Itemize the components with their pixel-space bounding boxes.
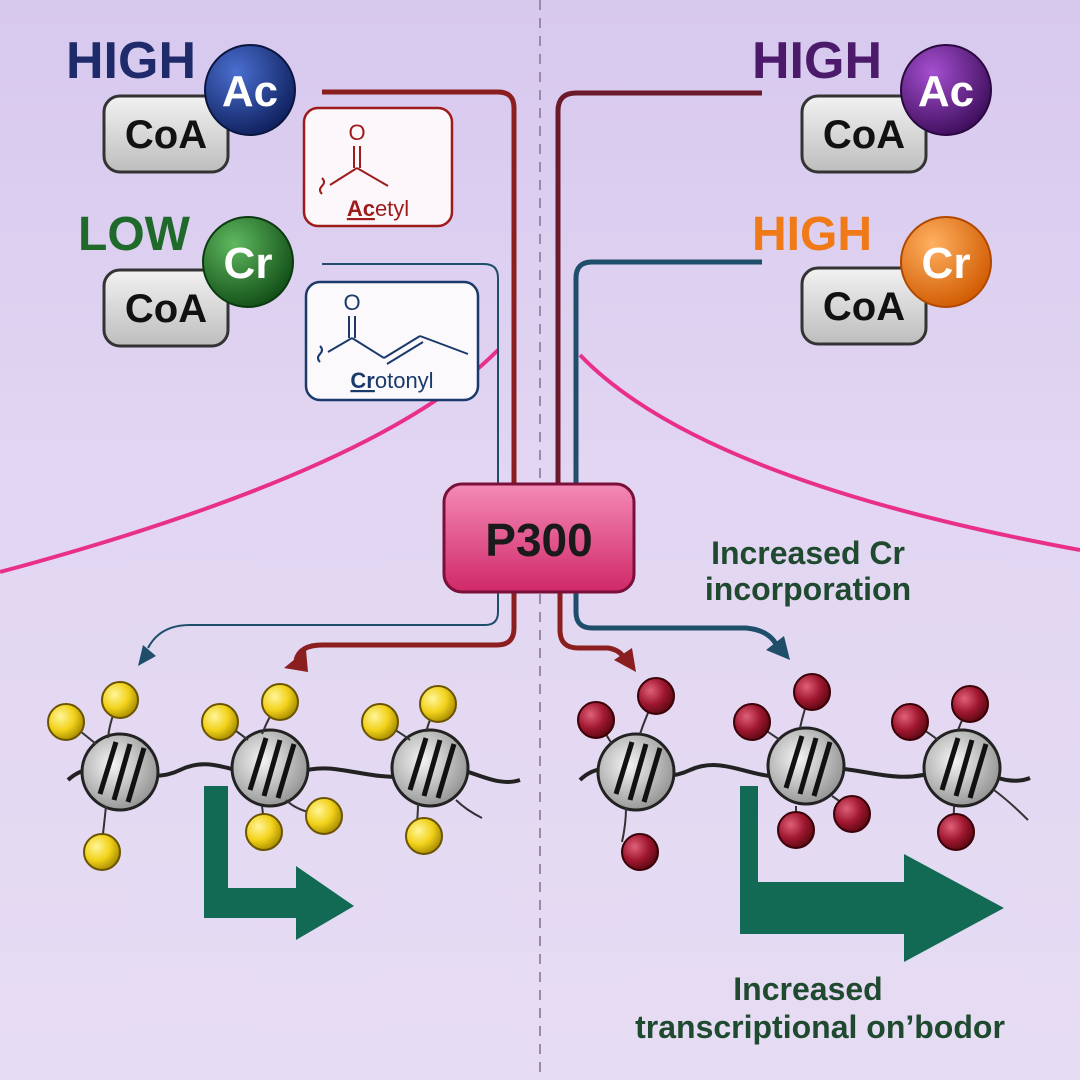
acetyl-mark — [405, 817, 443, 855]
chromatin-left — [47, 681, 521, 940]
crotonyl-mark — [891, 703, 929, 741]
acetyl-mark — [101, 681, 139, 719]
acetyl-output-right — [557, 592, 627, 660]
chromatin-right — [577, 673, 1031, 962]
coa-label: CoA — [125, 113, 207, 157]
nucleosome — [390, 728, 470, 808]
acetyl-group-label: Ac — [918, 67, 974, 116]
acetyl-group-sphere — [204, 44, 296, 136]
acetyl-mark — [419, 685, 457, 723]
crotonyl-group-sphere — [202, 216, 294, 308]
crotonyl-mark — [951, 685, 989, 723]
crotonyl-mark — [793, 673, 831, 711]
nucleosome — [922, 728, 1002, 808]
acetyl-coa-pool-left: CoA Ac HIGH — [66, 32, 296, 174]
crotonyl-label: Crotonyl — [350, 368, 433, 393]
acetyl-output-left-head — [284, 650, 308, 672]
annotation-line-2: transcriptional on’bodor — [635, 1009, 1005, 1045]
crotonyl-group-sphere — [900, 216, 992, 308]
annotation-line-2: incorporation — [705, 571, 911, 607]
acetyl-output-right-head — [614, 648, 636, 672]
transcription-arrow-right — [740, 786, 1004, 962]
crotonyl-coa-pool-left: CoA Cr LOW — [78, 208, 294, 348]
increased-transcription-annotation: Increased transcriptional on’bodor — [635, 971, 1005, 1045]
coa-pill — [800, 94, 928, 174]
acetyl-mark — [305, 797, 343, 835]
oxygen-atom-label: O — [348, 120, 365, 145]
acetyl-level-label: HIGH — [66, 32, 196, 90]
coa-label: CoA — [125, 287, 207, 331]
crotonyl-mark — [733, 703, 771, 741]
crotonyl-bonds — [317, 316, 469, 365]
acetyl-mark — [47, 703, 85, 741]
annotation-line-1: Increased Cr — [711, 535, 905, 571]
annotation-line-1: Increased — [733, 971, 882, 1007]
oxygen-atom-label: O — [343, 290, 360, 315]
crotonyl-marks-right — [577, 673, 989, 871]
coa-label: CoA — [823, 113, 905, 157]
coa-label: CoA — [823, 285, 905, 329]
transcription-arrow-left — [204, 786, 354, 940]
acetyl-path-left — [322, 89, 517, 490]
crotonyl-coa-pool-right: CoA Cr HIGH — [752, 208, 992, 346]
acetyl-structure-box: O Acetyl — [302, 106, 454, 228]
acetyl-label: Acetyl — [347, 196, 409, 221]
crotonyl-mark — [577, 701, 615, 739]
nucleosome — [80, 732, 160, 812]
crotonyl-group-label: Cr — [922, 239, 971, 288]
acetyl-group-sphere — [900, 44, 992, 136]
acetyl-level-label: HIGH — [752, 32, 882, 90]
acetyl-mark — [361, 703, 399, 741]
crotonyl-mark — [777, 811, 815, 849]
p300-label: P300 — [485, 514, 592, 566]
crotonyl-path-left — [322, 263, 499, 490]
acetyl-mark — [83, 833, 121, 871]
crotonyl-mark — [937, 813, 975, 851]
crotonyl-mark — [833, 795, 871, 833]
nucleosome — [230, 728, 310, 808]
crotonyl-level-label: LOW — [78, 208, 191, 261]
acetyl-group-label: Ac — [222, 67, 278, 116]
coa-pill — [102, 268, 230, 348]
nucleosome — [766, 726, 846, 806]
crotonyl-structure-box: O Crotonyl — [304, 280, 480, 402]
acetyl-coa-pool-right: CoA Ac HIGH — [752, 32, 992, 174]
crotonyl-output-right — [573, 592, 779, 646]
crotonyl-level-label: HIGH — [752, 208, 872, 261]
acetyl-marks-left — [47, 681, 457, 871]
acetyl-output-left — [293, 592, 517, 661]
crotonyl-group-label: Cr — [224, 239, 273, 288]
crotonyl-path-right — [573, 259, 762, 490]
coa-pill — [800, 266, 928, 346]
crotonyl-mark — [621, 833, 659, 871]
acetyl-mark — [201, 703, 239, 741]
threshold-curve-right — [578, 353, 1080, 552]
crotonyl-mark — [637, 677, 675, 715]
increased-cr-annotation: Increased Cr incorporation — [705, 535, 911, 607]
nucleosome — [596, 732, 676, 812]
acetyl-mark — [245, 813, 283, 851]
acetyl-path-right — [555, 90, 762, 490]
p300-enzyme: P300 — [442, 482, 636, 594]
crotonyl-output-left — [147, 592, 499, 649]
crotonyl-output-left-head — [138, 645, 156, 666]
nucleosomes — [80, 728, 470, 812]
nucleosomes — [596, 726, 1002, 812]
crotonyl-output-right-head — [766, 636, 790, 660]
coa-pill — [102, 94, 230, 174]
acetyl-mark — [261, 683, 299, 721]
acetyl-bonds — [319, 146, 389, 195]
